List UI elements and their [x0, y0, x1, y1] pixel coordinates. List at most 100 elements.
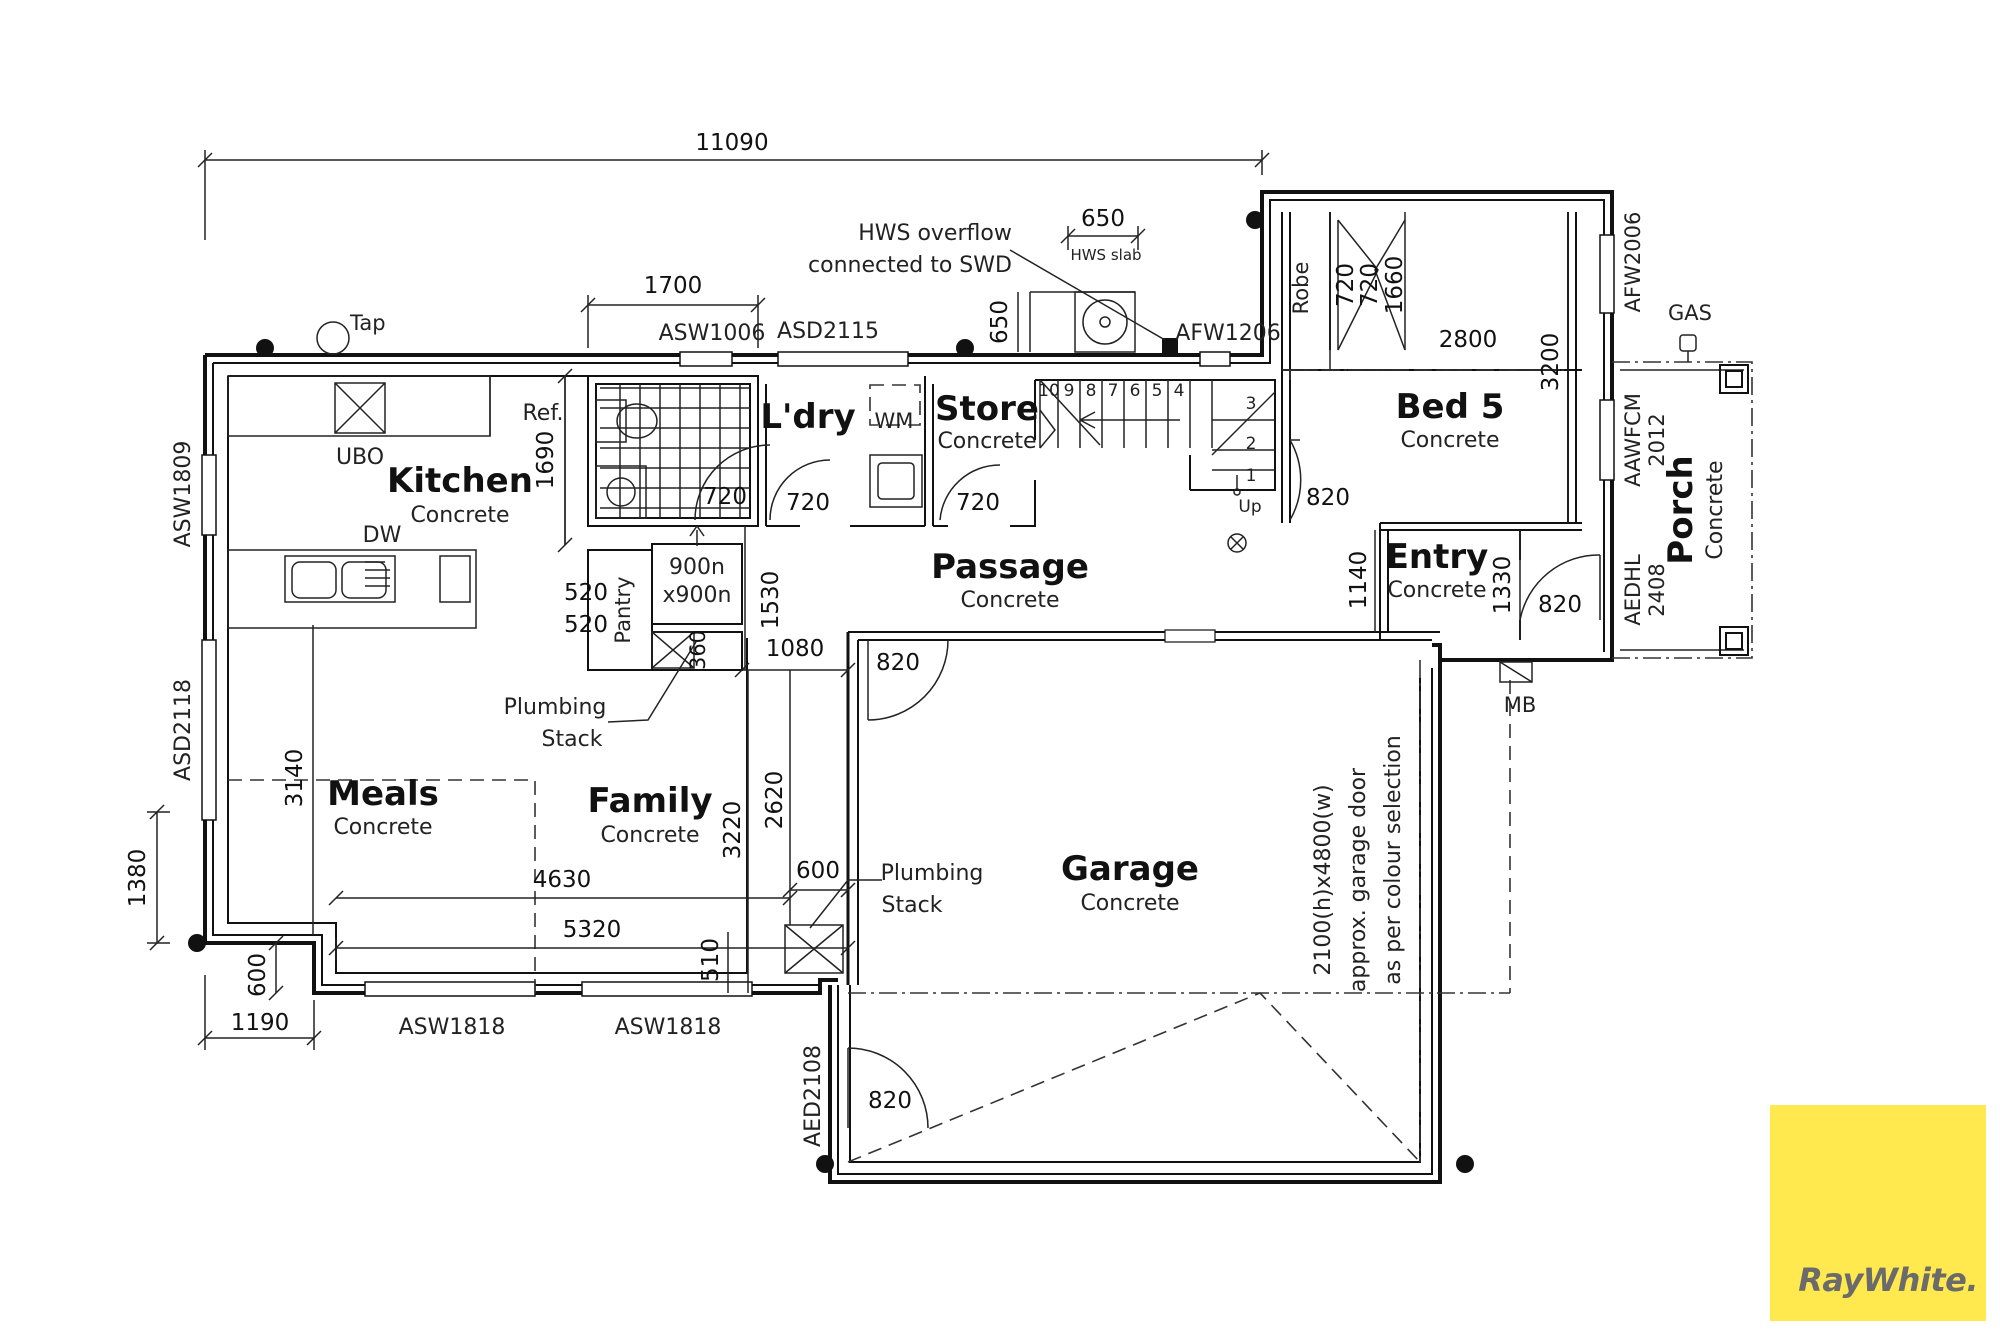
dim-1140: 1140	[1346, 551, 1372, 610]
room-floor-meals: Concrete	[333, 815, 432, 840]
window-code-asw1818-b: ASW1818	[615, 1015, 722, 1040]
ref-label: Ref.	[523, 401, 564, 426]
room-name-kitchen: Kitchen	[387, 461, 533, 501]
window-code-asw1809: ASW1809	[171, 441, 196, 548]
dim-820-bed: 820	[1306, 485, 1350, 511]
stair-number: 6	[1130, 381, 1141, 401]
tap-label: Tap	[349, 311, 386, 335]
dim-520-b: 520	[564, 612, 608, 638]
dim-2800: 2800	[1439, 327, 1498, 353]
room-name-pantry: Pantry	[611, 576, 635, 643]
room-floor-store: Concrete	[937, 429, 1036, 454]
room-labels: Kitchen Concrete L'dry Store Concrete Be…	[327, 262, 1728, 916]
porch-outline	[1612, 361, 1753, 659]
dim-360: 360	[686, 630, 710, 670]
bathroom-fixtures	[595, 384, 844, 974]
dw-label: DW	[363, 523, 402, 548]
room-name-passage: Passage	[931, 547, 1089, 587]
shower-size-label-1: 900n	[669, 555, 725, 580]
dim-overall-width: 11090	[695, 130, 768, 156]
window-openings	[201, 234, 1615, 997]
dim-650-side: 650	[987, 300, 1013, 344]
stairs	[1039, 379, 1276, 496]
dim-820-garage-int: 820	[876, 650, 920, 676]
dim-3140: 3140	[282, 749, 308, 808]
room-name-family: Family	[587, 781, 712, 821]
bed5-fixtures	[1290, 212, 1568, 371]
ubo-label: UBO	[336, 445, 384, 470]
dim-520-a: 520	[564, 580, 608, 606]
window-code-asw1818-a: ASW1818	[399, 1015, 506, 1040]
stair-number: 5	[1152, 381, 1163, 401]
dimension-lines	[147, 150, 1569, 1050]
raywhite-logo: RayWhite.	[1770, 1105, 1986, 1321]
room-name-robe: Robe	[1289, 262, 1313, 315]
stair-number: 9	[1064, 381, 1075, 401]
plumbing-stack-a-label-1: Plumbing	[504, 695, 607, 720]
dim-510: 510	[698, 938, 724, 982]
room-floor-kitchen: Concrete	[410, 503, 509, 528]
stair-number: 2	[1246, 434, 1257, 454]
dim-2620: 2620	[762, 771, 788, 830]
laundry-fixtures	[869, 384, 923, 508]
dim-1190: 1190	[231, 1010, 290, 1036]
dim-4630: 4630	[533, 867, 592, 893]
plumbing-stack-b-label-2: Stack	[882, 893, 943, 918]
hws-slab-label: HWS slab	[1070, 246, 1141, 264]
dim-5320: 5320	[563, 917, 622, 943]
gas-label: GAS	[1668, 301, 1712, 325]
dim-1700: 1700	[644, 273, 703, 299]
mb-label: MB	[1504, 693, 1537, 717]
window-code-asd2118: ASD2118	[171, 679, 196, 781]
dim-720-robe-b: 720	[1357, 263, 1383, 307]
room-floor-family: Concrete	[600, 823, 699, 848]
stair-number: 4	[1174, 381, 1185, 401]
stair-number: 8	[1086, 381, 1097, 401]
room-name-entry: Entry	[1386, 537, 1489, 577]
dim-820-garage-ext: 820	[868, 1088, 912, 1114]
dim-1660: 1660	[1382, 256, 1408, 315]
interior-walls	[587, 212, 1582, 671]
hws-overflow-label-2: connected to SWD	[808, 253, 1012, 278]
markers	[188, 211, 1697, 1173]
stair-number: 3	[1246, 394, 1257, 414]
room-floor-entry: Concrete	[1387, 578, 1486, 603]
door-swings	[694, 439, 1601, 1129]
dim-1330: 1330	[1490, 556, 1516, 615]
dim-720-door-b: 720	[786, 490, 830, 516]
garage-door-note-2: approx. garage door	[1346, 767, 1371, 992]
raywhite-logo-text: RayWhite.	[1798, 1261, 1978, 1299]
garage-door-note-3: as per colour selection	[1381, 735, 1406, 984]
dim-720-door-c: 720	[956, 490, 1000, 516]
window-code-afw2006: AFW2006	[1621, 212, 1645, 313]
window-code-aawfcm-2: 2012	[1645, 413, 1669, 466]
wm-label: WM	[875, 409, 914, 433]
room-name-store: Store	[935, 389, 1039, 429]
dim-1690: 1690	[533, 431, 559, 490]
window-code-asd2115: ASD2115	[777, 319, 879, 344]
stair-number: 1	[1246, 466, 1257, 486]
window-code-aedhl-2: 2408	[1645, 563, 1669, 616]
window-code-aawfcm-1: AAWFCM	[1621, 393, 1645, 487]
dim-720-robe-a: 720	[1333, 263, 1359, 307]
room-floor-bed5: Concrete	[1400, 428, 1499, 453]
shower-size-label-2: x900n	[663, 583, 732, 608]
room-name-bed5: Bed 5	[1396, 387, 1505, 427]
fixture-labels: Tap UBO Ref. DW WM GAS MB Up HWS overflo…	[336, 221, 1712, 992]
stair-number: 7	[1108, 381, 1119, 401]
dim-600-left: 600	[245, 953, 271, 997]
dim-1530: 1530	[758, 571, 784, 630]
dim-1380: 1380	[125, 849, 151, 908]
room-floor-porch: Concrete	[1703, 460, 1728, 559]
window-code-aedhl-1: AEDHL	[1621, 554, 1645, 626]
dim-3200: 3200	[1538, 333, 1564, 392]
dim-820-entry: 820	[1538, 592, 1582, 618]
room-floor-garage: Concrete	[1080, 891, 1179, 916]
room-name-porch: Porch	[1661, 455, 1701, 564]
garage-door-note-1: 2100(h)x4800(w)	[1311, 784, 1336, 975]
hws-overflow-label-1: HWS overflow	[858, 221, 1012, 246]
room-floor-passage: Concrete	[960, 588, 1059, 613]
plumbing-stack-b-label-1: Plumbing	[881, 861, 984, 886]
